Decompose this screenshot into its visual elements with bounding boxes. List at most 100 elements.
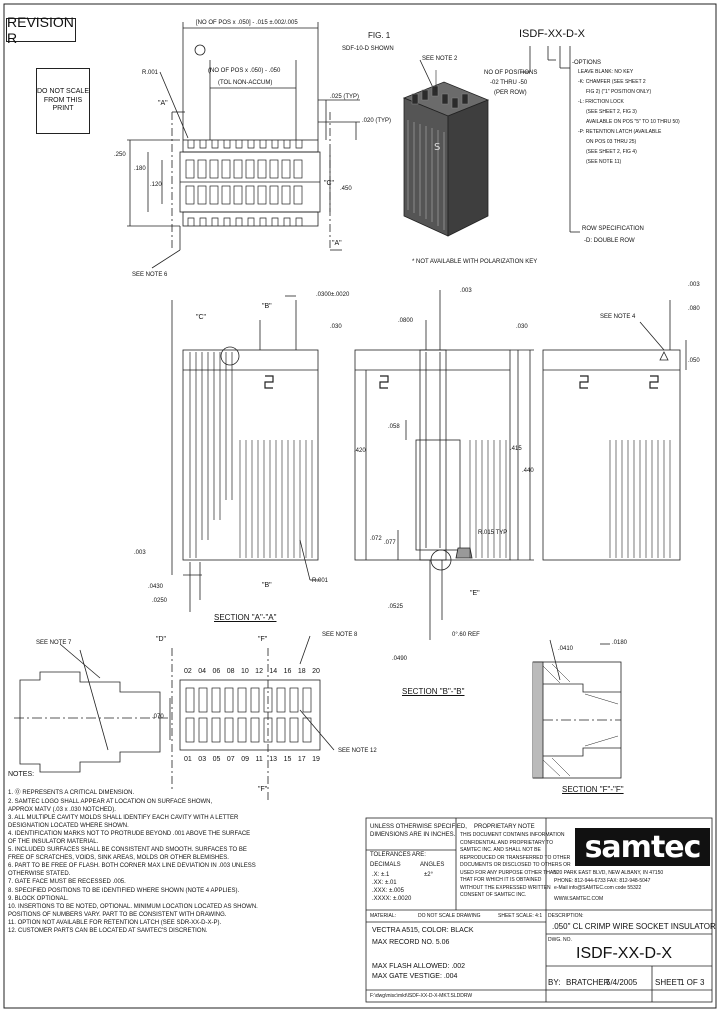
dim-r001: R.001 [142,70,159,76]
dim-450: .450 [340,186,352,192]
position-numbers-bottom: 01 03 05 07 09 11 13 15 17 19 [184,756,320,763]
view-mark-d: "D" [156,636,167,643]
tb-dwg-label: DWG. NO. [548,937,572,943]
fig-title: FIG. 1 [368,31,391,40]
pos-number: 15 [283,756,292,763]
tb-process-2: MAX GATE VESTIGE: .004 [372,973,458,980]
tb-address: 520 PARK EAST BLVD, NEW ALBANY, IN 47150… [554,870,663,893]
dim-0490: .0490 [392,656,408,662]
option-line: (SEE SHEET 2, FIG 4) [586,149,637,155]
pos-number: 13 [269,756,278,763]
see-note-8: SEE NOTE 8 [322,632,358,638]
pos-number: 07 [226,756,235,763]
dim-003-side: .003 [688,282,700,288]
top-view [127,22,437,269]
revision-box: REVISION R [6,14,76,46]
fig-subtitle: SDF-10-D SHOWN [342,46,394,52]
note-line: 3. ALL MULTIPLE CAVITY MOLDS SHALL IDENT… [8,814,239,821]
tb-unless: UNLESS OTHERWISE SPECIFIED, [370,824,467,830]
dim-077: .077 [384,540,396,546]
pos-number: 16 [283,668,292,675]
options-leaders [520,46,580,233]
section-aa [171,295,320,612]
view-mark-f-top: "F" [258,636,268,643]
section-mark-a-bottom: "A" [332,240,342,247]
dim-180: .180 [134,166,146,172]
section-ff [532,639,622,779]
note-line: 12. CUSTOMER PARTS CAN BE LOCATED AT SAM… [8,928,208,935]
note-line: DESIGNATION LOCATED WHERE SHOWN. [8,822,129,829]
prop-line: DOCUMENTS OR DISCLOSED TO OTHERS OR [460,862,571,868]
tb-tol: .X: ±.1 [372,872,390,878]
svg-text:S: S [434,142,440,153]
pos-number: 18 [297,668,306,675]
option-line: -L: FRICTION LOCK [578,99,624,105]
flatness-aa: .003 [134,550,146,556]
flatness-bb: .003 [460,288,472,294]
pos-number: 03 [198,756,207,763]
see-note-2: SEE NOTE 2 [422,56,458,62]
dim-440: .440 [522,468,534,474]
dim-058: .058 [388,424,400,430]
isometric-part: S [402,70,490,237]
side-view [542,300,687,561]
note-line: 4. IDENTIFICATION MARKS NOT TO PROTRUDE … [8,830,251,837]
see-note-12: SEE NOTE 12 [338,748,377,754]
dim-0430: .0430 [148,584,164,590]
note-line: 9. BLOCK OPTIONAL. [8,895,69,902]
options-title: -OPTIONS [572,60,602,66]
tb-angles: ANGLES [420,862,445,868]
option-line: AVAILABLE ON POS "5" TO 10 THRU 50) [586,119,680,125]
address-line: 520 PARK EAST BLVD, NEW ALBANY, IN 47150 [554,870,664,876]
dim-250: .250 [114,152,126,158]
pos-number: 06 [212,668,221,675]
dim-r001-aa: R.001 [312,578,329,584]
section-mark-b-bottom: "B" [262,582,272,589]
dim-415: .415 [510,446,522,452]
tb-material-2: MAX RECORD NO. 5.06 [372,939,450,946]
dim-overall: [NO OF POS x .050] - .015 ±.002/.005 [196,20,298,26]
note-line: OTHERWISE STATED. [8,871,71,878]
prop-line: THAT FOR WHICH IT IS OBTAINED [460,877,542,883]
tb-by: BRATCHER [566,978,610,987]
notes-heading: NOTES: [8,771,35,778]
tb-material-1: VECTRA A515, COLOR: BLACK [372,927,474,934]
section-bb-title: SECTION "B"-"B" [402,687,465,696]
option-line: (SEE SHEET 2, FIG 3) [586,109,637,115]
option-line: ON POS 03 THRU 25) [586,139,637,145]
detail-view-d [171,635,335,800]
tb-by-label: BY: [548,978,561,987]
pos-number: 05 [212,756,221,763]
sheet-border [3,3,717,1009]
no-positions-label: NO OF POSITIONS [484,70,538,76]
dim-0300: .0300±.0020 [316,292,350,298]
tb-tolerances: TOLERANCES ARE: [370,852,426,858]
tb-process-1: MAX FLASH ALLOWED: .002 [372,963,465,970]
prop-line: CONFIDENTIAL AND PROPRIETARY TO [460,839,553,846]
note-line: APPROX MATV (.03 x .030 NOTCHED). [8,806,116,813]
do-not-scale-text: DO NOT SCALE FROM THIS PRINT [37,88,89,113]
revision-label: REVISION R [7,14,74,46]
dim-0410: .0410 [558,646,574,652]
note-line: 7. GATE FACE MUST BE RECESSED .005. [8,879,126,886]
option-line: FIG 2) ("1" POSITION ONLY) [586,89,652,95]
pos-number: 04 [198,668,207,675]
note-line: OF THE INSULATOR MATERIAL. [8,839,99,845]
row-spec-value: -D: DOUBLE ROW [584,238,635,244]
section-mark-c-aa: "C" [196,314,207,321]
prop-line: REPRODUCED OR TRANSFERRED TO OTHER [460,854,571,861]
dim-072: .072 [370,536,382,542]
notes-block: NOTES: 1. ⓪ REPRESENTS A CRITICAL DIMENS… [8,770,368,935]
detail-view-e [14,643,171,773]
option-line: (SEE NOTE 11) [586,159,622,165]
section-mark-a-top: "A" [158,100,168,107]
tb-tol: .XX: ±.01 [372,880,397,886]
tb-dwg-no: ISDF-XX-D-X [576,945,672,962]
tb-file-path: F:\dwg\misc\mkt\ISDF-XX-D-X-MKT.SLDDRW [370,993,473,999]
tb-description-label: DESCRIPTION: [548,913,584,919]
tb-sheet-scale: SHEET SCALE: 4:1 [498,913,543,919]
dim-080-side: .080 [688,306,700,312]
section-bb [354,290,534,640]
prop-line: WITHOUT THE EXPRESSED WRITTEN [460,884,551,891]
